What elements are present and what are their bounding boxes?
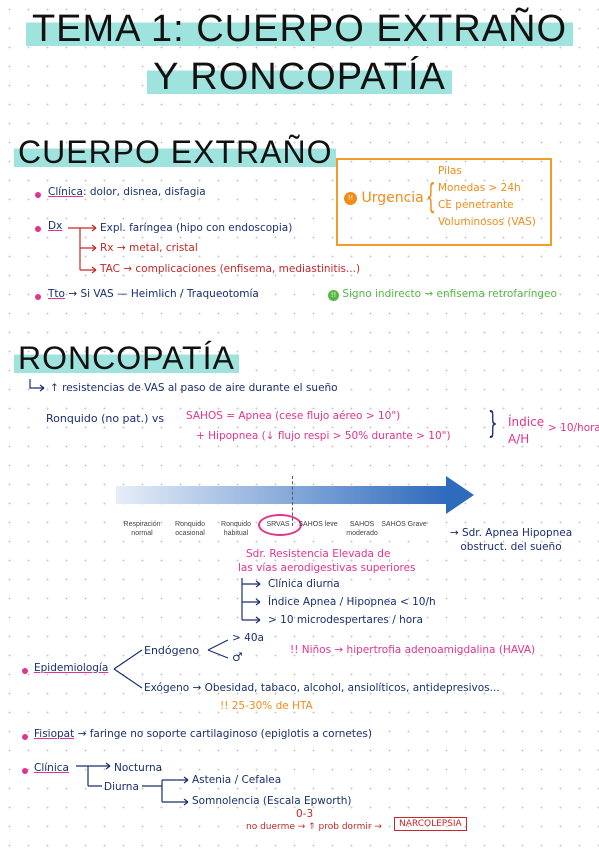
hta-note: !! 25-30% de HTA bbox=[220, 700, 313, 712]
clinica-ronco-label: Clínica bbox=[34, 762, 69, 774]
nota-narcolepsia: no duerme → ↑ prob dormir → bbox=[246, 822, 382, 832]
dx-item-exploracion: Expl. faríngea (hipo con endoscopia) bbox=[100, 222, 293, 234]
indice-valor: > 10/hora bbox=[548, 422, 599, 434]
diurna-astenia: Astenia / Cefalea bbox=[192, 774, 282, 786]
clinica-diurna: Diurna bbox=[104, 781, 139, 793]
srvas-bracket-arrows bbox=[241, 578, 261, 624]
bullet-icon bbox=[35, 226, 41, 232]
bullet-icon bbox=[22, 768, 28, 774]
sahos-hipopnea: + Hipopnea (↓ flujo respi > 50% durante … bbox=[196, 430, 451, 442]
clinica-label: Clínica bbox=[48, 186, 83, 198]
bullet-icon bbox=[35, 192, 41, 198]
section-heading-roncopatia: RONCOPATÍA bbox=[14, 340, 239, 377]
srvas-item-microdespertares: > 10 microdespertares / hora bbox=[268, 614, 423, 626]
bullet-icon bbox=[35, 294, 41, 300]
endogeno-edad: > 40a bbox=[232, 632, 264, 644]
scale-sahos-moderado: SAHOS moderado bbox=[346, 521, 378, 537]
ninos-hava: !! Niños → hipertrofia adenoamigdalina (… bbox=[290, 644, 536, 656]
clinica-nocturna: Nocturna bbox=[114, 762, 163, 774]
urgencia-item-ce: CE penetrante bbox=[438, 199, 514, 211]
signo-indirecto: !! Signo indirecto → enfisema retrofarín… bbox=[328, 288, 557, 301]
fisiopat-line: Fisiopat → faringe no soporte cartilagin… bbox=[34, 728, 372, 740]
scale-respiracion-normal: Respiración normal bbox=[123, 521, 161, 537]
scale-ronquido-ocasional: Ronquido ocasional bbox=[175, 521, 205, 537]
scale-sahos-leve: SAHOS leve bbox=[298, 521, 338, 528]
urgencia-brace: { bbox=[426, 177, 436, 217]
endogeno-split-arrows bbox=[207, 639, 229, 659]
title-line-2: Y RONCOPATÍA bbox=[147, 56, 452, 98]
srvas-title-2: las vías aerodigestivas superiores bbox=[238, 562, 416, 574]
scale-srvas: SRVAS bbox=[266, 521, 290, 528]
section-heading-cuerpo-extrano: CUERPO EXTRAÑO bbox=[14, 134, 337, 171]
clinica-bracket-arrows bbox=[76, 762, 111, 787]
dx-bracket-arrows bbox=[68, 224, 97, 274]
epidemiologia-split-arrows bbox=[113, 649, 143, 689]
bullet-icon bbox=[22, 668, 28, 674]
indice-ah: Índice A/H bbox=[508, 415, 545, 446]
urgencia-item-voluminosos: Voluminosos (VAS) bbox=[438, 216, 536, 228]
fisiopat-label: Fisiopat bbox=[34, 728, 75, 740]
clinica-line: Clínica: dolor, disnea, disfagia bbox=[48, 186, 206, 198]
srvas-item-indice: Índice Apnea / Hipopnea < 10/h bbox=[268, 596, 436, 608]
endogeno-sexo: ♂ bbox=[232, 650, 243, 664]
clinica-text: : dolor, disnea, disfagia bbox=[82, 186, 206, 198]
roncopatia-definicion: ↑ resistencias de VAS al paso de aire du… bbox=[50, 382, 338, 394]
srvas-title-1: Sdr. Resistencia Elevada de bbox=[246, 548, 391, 560]
urgencia-item-pilas: Pilas bbox=[438, 165, 462, 177]
alert-icon: !! bbox=[344, 191, 357, 205]
title-line-1: TEMA 1: CUERPO EXTRAÑO bbox=[25, 8, 574, 50]
scale-ronquido-habitual: Ronquido habitual bbox=[221, 521, 251, 537]
tto-text: → Si VAS — Heimlich / Traqueotomía bbox=[68, 288, 259, 300]
dx-label: Dx bbox=[48, 220, 63, 232]
tto-line: Tto → Si VAS — Heimlich / Traqueotomía bbox=[48, 288, 259, 300]
dx-item-rx: Rx → metal, cristal bbox=[100, 242, 198, 254]
bullet-icon bbox=[22, 734, 28, 740]
diurna-bracket-arrows bbox=[142, 776, 189, 806]
sdr-apnea-hipopnea: → Sdr. Apnea Hipopnea obstruct. del sueñ… bbox=[449, 527, 573, 553]
severity-arrow bbox=[116, 476, 474, 514]
alert-icon: !! bbox=[328, 290, 339, 301]
dx-item-tac: TAC → complicaciones (enfisema, mediasti… bbox=[100, 263, 361, 275]
scale-divider bbox=[292, 476, 293, 526]
ronquido-vs: Ronquido (no pat.) vs bbox=[46, 412, 165, 425]
srvas-circle bbox=[258, 514, 302, 536]
exogeno-line: Exógeno → Obesidad, tabaco, alcohol, ans… bbox=[144, 682, 500, 694]
tto-label: Tto bbox=[48, 288, 65, 300]
sahos-apnea: SAHOS = Apnea (cese flujo aéreo > 10") bbox=[186, 410, 401, 422]
scale-sahos-grave: SAHOS Grave bbox=[381, 521, 427, 528]
sahos-brace: } bbox=[488, 406, 498, 441]
endogeno-label: Endógeno bbox=[144, 644, 200, 657]
narcolepsia-box: NARCOLEPSIA bbox=[394, 817, 467, 831]
page-title-2: Y RONCOPATÍA bbox=[0, 56, 599, 99]
return-arrow-icon bbox=[29, 379, 45, 392]
fisiopat-text: → faringe no soporte cartilaginoso (epig… bbox=[77, 728, 372, 740]
page-title: TEMA 1: CUERPO EXTRAÑO bbox=[0, 8, 599, 51]
urgencia-item-monedas: Monedas > 24h bbox=[438, 182, 521, 194]
urgencia-label: !! Urgencia bbox=[344, 190, 424, 206]
diurna-somnolencia: Somnolencia (Escala Epworth) bbox=[192, 795, 352, 807]
escala-valor: 0-3 bbox=[296, 808, 314, 820]
epidemiologia-label: Epidemiología bbox=[34, 662, 109, 674]
srvas-item-clinica: Clínica diurna bbox=[268, 578, 340, 590]
urgencia-box bbox=[336, 158, 552, 246]
